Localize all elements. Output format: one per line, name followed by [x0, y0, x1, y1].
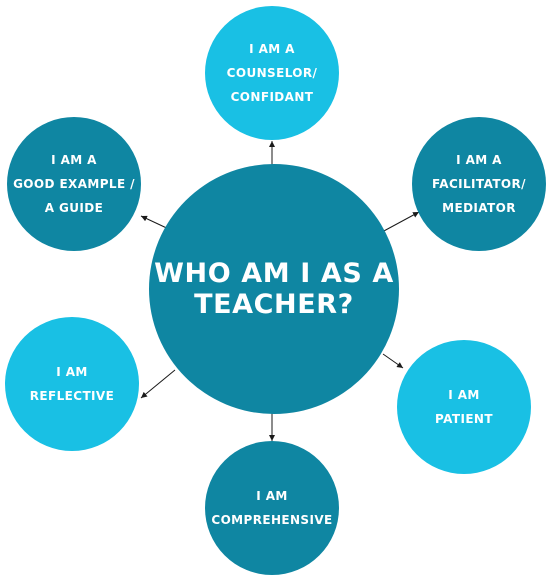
node-comprehensive-line-2: COMPREHENSIVE: [211, 513, 333, 527]
node-patient-line-1: I AM: [448, 388, 480, 402]
node-good-example-line-1: I AM A: [51, 153, 97, 167]
arrow-to-reflective: [140, 369, 176, 399]
node-counselor: I AM A COUNSELOR/ CONFIDANT: [205, 6, 339, 140]
node-facilitator: I AM A FACILITATOR/ MEDIATOR: [412, 117, 546, 251]
node-reflective-line-1: I AM: [56, 365, 88, 379]
node-patient: I AM PATIENT: [397, 340, 531, 474]
arrow-to-facilitator: [381, 211, 420, 233]
node-good-example-line-2: GOOD EXAMPLE /: [13, 177, 135, 191]
node-reflective: I AM REFLECTIVE: [5, 317, 139, 451]
center-title-line-1: WHO AM I AS A: [154, 258, 394, 289]
node-counselor-line-2: COUNSELOR/: [226, 66, 318, 80]
node-facilitator-line-3: MEDIATOR: [442, 201, 516, 215]
node-comprehensive-line-1: I AM: [256, 489, 288, 503]
node-counselor-line-1: I AM A: [249, 42, 295, 56]
node-facilitator-line-1: I AM A: [456, 153, 502, 167]
node-good-example: I AM A GOOD EXAMPLE / A GUIDE: [7, 117, 141, 251]
node-facilitator-line-2: FACILITATOR/: [432, 177, 526, 191]
node-good-example-line-3: A GUIDE: [44, 201, 104, 215]
node-reflective-line-2: REFLECTIVE: [29, 389, 115, 403]
center-title-line-2: TEACHER?: [194, 289, 354, 320]
node-counselor-line-3: CONFIDANT: [230, 90, 314, 104]
arrow-to-patient: [382, 353, 404, 369]
node-comprehensive: I AM COMPREHENSIVE: [205, 441, 339, 575]
center-circle: WHO AM I AS A TEACHER?: [149, 164, 399, 414]
node-patient-line-2: PATIENT: [435, 412, 493, 426]
